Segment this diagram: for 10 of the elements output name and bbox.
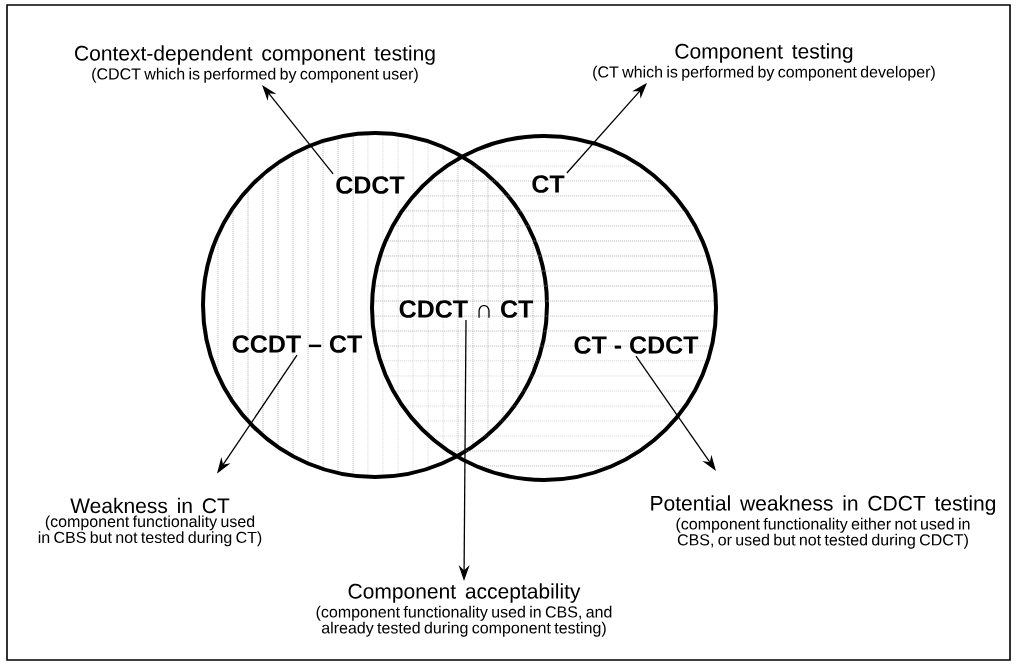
annotation-text: Weakness in CT (component functionality used in CBS but not tested during CT)	[38, 497, 262, 547]
annotation-text: Potential weakness in CDCT testing (component functionality either not used in CBS, or used but not tested during CDCT)	[651, 495, 996, 549]
region-label: CDCT	[336, 176, 405, 194]
region-label: CT	[532, 175, 565, 193]
region-label: CDCT ∩ CT	[399, 300, 534, 318]
annotation-text: Component acceptability (component functionality used in CBS, and already tested during component testing)	[316, 583, 612, 637]
annotation-text: Context-dependent component testing (CDCT which is performed by component user)	[75, 45, 435, 83]
region-label: CT - CDCT	[574, 336, 699, 354]
annotation-text: Component testing (CT which is performed by component developer)	[593, 43, 935, 81]
region-label: CCDT – CT	[232, 335, 362, 353]
